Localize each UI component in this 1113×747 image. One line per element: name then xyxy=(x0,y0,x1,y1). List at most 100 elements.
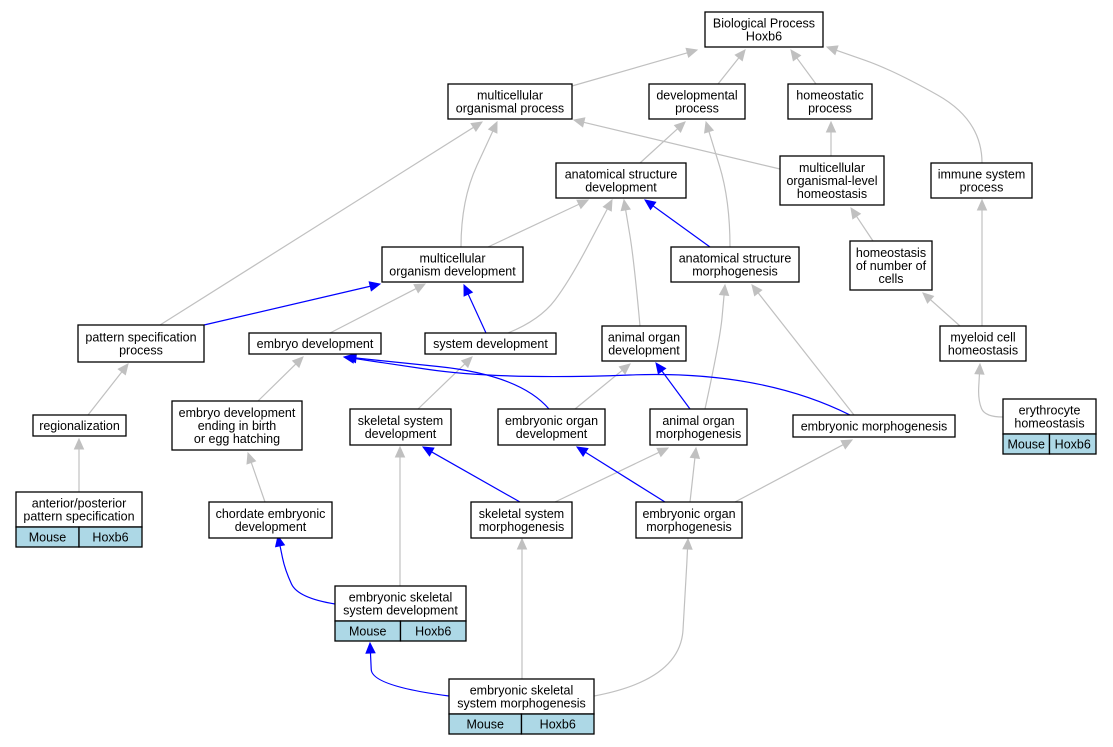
edge-animal-organ-morphogenesis-is_a-anatomical-structure-morphogenesis xyxy=(704,283,730,410)
node-label-line: of number of xyxy=(856,259,927,273)
node-embryonic-morphogenesis[interactable]: embryonic morphogenesis xyxy=(792,414,956,438)
node-label-line: erythrocyte xyxy=(1019,404,1081,418)
edge-line xyxy=(639,128,679,164)
node-box xyxy=(1002,398,1097,435)
annotation-tag-cell xyxy=(399,620,467,642)
edge-developmental-process-is_a-biological-process xyxy=(717,49,746,85)
node-label-line: system development xyxy=(433,337,548,351)
edge-arrowhead xyxy=(246,451,257,465)
edge-embryonic-morphogenesis-part_of-embryo-development xyxy=(342,353,851,416)
edge-arrowhead xyxy=(974,362,985,375)
node-label-line: anterior/posterior xyxy=(32,497,127,511)
edge-anatomical-structure-morphogenesis-part_of-anatomical-structure-development xyxy=(644,199,711,248)
node-label-line: developmental xyxy=(656,89,737,103)
edge-system-development-part_of-multicellular-organism-development xyxy=(463,283,487,334)
edge-arrowhead xyxy=(644,199,657,211)
node-box xyxy=(648,83,746,120)
node-system-development[interactable]: system development xyxy=(424,332,557,355)
node-label-line: animal organ xyxy=(662,414,734,428)
edge-myeloid-cell-homeostasis-is_a-homeostasis-of-number-of-cells xyxy=(922,292,961,327)
node-label-line: homeostatic xyxy=(796,89,863,103)
edge-embryonic-skeletal-system-development-part_of-chordate-embryonic-development xyxy=(274,534,336,605)
node-label-line: homeostasis xyxy=(856,246,926,260)
annotation-tag-label: Hoxb6 xyxy=(415,625,451,639)
edge-arrowhead xyxy=(655,362,667,375)
edge-line xyxy=(507,208,608,334)
edge-arrowhead xyxy=(291,356,304,369)
node-label-line: development xyxy=(516,427,588,441)
edge-line xyxy=(734,444,844,503)
node-embryo-development[interactable]: embryo development xyxy=(248,332,382,355)
edge-line xyxy=(583,121,781,170)
node-box xyxy=(470,501,573,539)
node-label-line: multicellular xyxy=(420,252,486,266)
node-box xyxy=(171,400,303,451)
edge-arrowhead xyxy=(976,198,988,211)
edge-arrowhead xyxy=(274,534,286,548)
edge-line xyxy=(369,652,450,697)
node-label-line: morphogenesis xyxy=(646,520,731,534)
edge-embryonic-morphogenesis-is_a-anatomical-structure-morphogenesis xyxy=(751,284,855,416)
edge-regionalization-is_a-pattern-specification-process xyxy=(87,363,129,416)
node-label-line: multicellular xyxy=(799,161,865,175)
node-label-line: process xyxy=(960,181,1004,195)
edge-pattern-specification-process-part_of-multicellular-organism-development xyxy=(203,281,382,326)
node-label-line: multicellular xyxy=(477,89,543,103)
edge-arrowhead xyxy=(413,283,427,294)
edge-line xyxy=(796,57,817,85)
edge-animal-organ-morphogenesis-part_of-animal-organ-development xyxy=(655,362,691,410)
node-label-line: embryonic morphogenesis xyxy=(801,420,948,434)
node-label-line: homeostasis xyxy=(797,187,867,201)
node-label-line: embryo development xyxy=(179,406,296,420)
annotation-tag-label: Hoxb6 xyxy=(1055,438,1091,452)
edge-line xyxy=(355,357,550,410)
node-box xyxy=(32,414,127,437)
edge-pattern-specification-process-is_a-multicellular-organismal-process xyxy=(159,121,484,326)
node-label-line: pattern specification xyxy=(23,510,134,524)
edge-line xyxy=(708,131,731,248)
edge-arrowhead xyxy=(73,437,85,450)
edge-arrowhead xyxy=(685,47,699,58)
edge-multicellular-organism-development-is_a-multicellular-organismal-process xyxy=(460,120,498,248)
node-box xyxy=(787,83,873,120)
node-regionalization[interactable]: regionalization xyxy=(32,414,127,437)
edge-embryo-development-ending-in-birth-is_a-embryo-development xyxy=(257,356,304,402)
node-label-line: development xyxy=(585,181,657,195)
node-box xyxy=(447,83,573,120)
edge-line xyxy=(652,205,711,248)
node-label-line: process xyxy=(119,344,163,358)
edge-arrowhead xyxy=(602,198,613,212)
node-label-line: myeloid cell xyxy=(950,331,1015,345)
edge-line xyxy=(250,462,266,503)
node-label-line: homeostasis xyxy=(1014,417,1084,431)
node-box xyxy=(649,408,748,446)
node-label-line: organismal-level xyxy=(786,174,877,188)
edge-arrowhead xyxy=(575,446,589,458)
node-label-line: system development xyxy=(343,604,458,618)
node-label-line: organismal process xyxy=(456,102,564,116)
